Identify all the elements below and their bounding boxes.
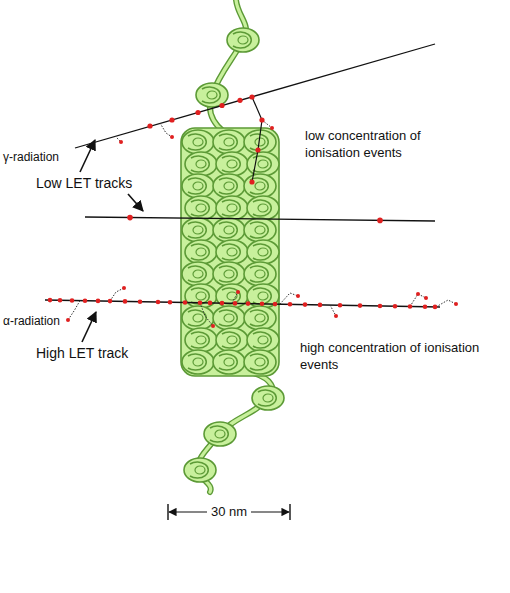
track-label: Low LET tracks [36, 174, 132, 192]
nucleosome-row [185, 328, 279, 352]
nucleosome-row [185, 152, 279, 176]
pointer-arrow [82, 312, 96, 342]
nucleosome-row [182, 262, 276, 286]
pointer-arrow [80, 140, 95, 172]
nucleosome [227, 28, 259, 52]
pointer-arrow [128, 194, 143, 211]
nucleosome-row [182, 130, 276, 154]
radiation-label: α-radiation [3, 314, 60, 330]
nucleosome [184, 458, 216, 482]
radiation-label: γ-radiation [3, 150, 59, 166]
gamma-track [75, 44, 435, 185]
solenoid-body [181, 128, 279, 376]
scale-bar [168, 504, 290, 520]
nucleosome-row [185, 240, 279, 264]
track-label: High LET track [36, 344, 128, 362]
nucleosome-row [182, 218, 276, 242]
nucleosome-row [182, 350, 276, 374]
chromatin-fibre [181, 0, 284, 492]
nucleosome-row [182, 174, 276, 198]
nucleosome-row [182, 306, 276, 330]
nucleosome [204, 422, 236, 446]
note-text: low concentration of ionisation events [305, 128, 475, 162]
nucleosome-row [185, 196, 279, 220]
gamma-track [85, 215, 435, 223]
dimension-label: 30 nm [207, 504, 251, 521]
alpha-track [45, 286, 458, 328]
nucleosome [252, 386, 284, 410]
note-text: high concentration of ionisation events [300, 340, 480, 374]
